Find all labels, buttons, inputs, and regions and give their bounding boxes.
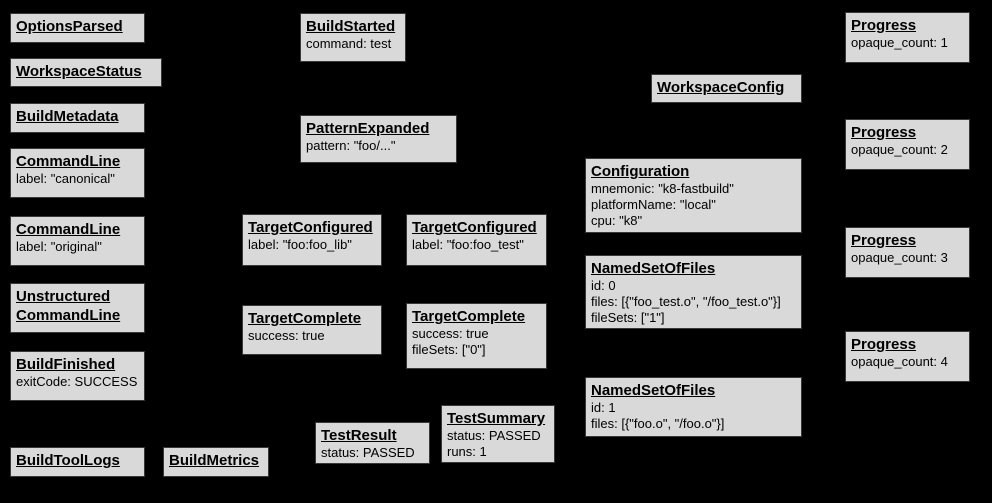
node-target-configured-foo-lib: TargetConfigured label: "foo:foo_lib" (242, 214, 382, 266)
node-title: Progress (851, 124, 917, 141)
node-body: opaque_count: 3 (851, 250, 948, 265)
node-progress-4: Progress opaque_count: 4 (845, 331, 970, 382)
node-title: Progress (851, 336, 917, 353)
node-build-finished: BuildFinished exitCode: SUCCESS (10, 351, 145, 401)
node-title: CommandLine (16, 221, 121, 238)
node-title: TargetConfigured (248, 219, 373, 236)
node-title: WorkspaceConfig (657, 79, 785, 96)
node-body: label: "original" (16, 239, 102, 254)
node-target-complete-foo-lib: TargetComplete success: true (242, 305, 382, 355)
node-body: command: test (306, 36, 392, 51)
node-named-set-of-files-0: NamedSetOfFiles id: 0 files: [{"foo_test… (585, 255, 802, 329)
node-build-tool-logs: BuildToolLogs (10, 447, 145, 477)
node-progress-2: Progress opaque_count: 2 (845, 119, 970, 170)
node-body: success: true (248, 328, 325, 343)
node-title: PatternExpanded (306, 120, 430, 137)
node-title: TargetComplete (248, 310, 362, 327)
node-title: BuildMetadata (16, 108, 119, 125)
node-target-complete-foo-test: TargetComplete success: true fileSets: [… (406, 303, 547, 369)
node-body: status: PASSED (321, 445, 415, 460)
node-title: OptionsParsed (16, 18, 123, 35)
node-body: label: "foo:foo_test" (412, 237, 524, 252)
node-title: BuildMetrics (169, 452, 260, 469)
node-options-parsed: OptionsParsed (10, 13, 145, 43)
node-title: Configuration (591, 163, 690, 180)
node-title: TargetComplete (412, 308, 526, 325)
node-body: opaque_count: 2 (851, 142, 948, 157)
node-body: success: true fileSets: ["0"] (412, 326, 489, 357)
node-title: Progress (851, 232, 917, 249)
node-build-metrics: BuildMetrics (163, 447, 269, 477)
node-title: WorkspaceStatus (16, 63, 142, 80)
node-title: TestSummary (447, 410, 546, 427)
node-named-set-of-files-1: NamedSetOfFiles id: 1 files: [{"foo.o", … (585, 377, 802, 437)
node-body: opaque_count: 1 (851, 35, 948, 50)
node-body: id: 1 files: [{"foo.o", "/foo.o"}] (591, 400, 725, 431)
node-test-result: TestResult status: PASSED (315, 422, 430, 464)
node-progress-1: Progress opaque_count: 1 (845, 12, 970, 63)
node-body: exitCode: SUCCESS (16, 374, 138, 389)
node-progress-3: Progress opaque_count: 3 (845, 227, 970, 278)
node-body: label: "foo:foo_lib" (248, 237, 352, 252)
node-title: TestResult (321, 427, 397, 444)
node-body: id: 0 files: [{"foo_test.o", "/foo_test.… (591, 278, 781, 325)
node-commandline-canonical: CommandLine label: "canonical" (10, 148, 145, 198)
node-title: CommandLine (16, 153, 121, 170)
node-title: TargetConfigured (412, 219, 537, 236)
node-title: NamedSetOfFiles (591, 382, 716, 399)
node-title: Unstructured CommandLine (16, 288, 121, 324)
node-title: BuildStarted (306, 18, 396, 35)
node-target-configured-foo-test: TargetConfigured label: "foo:foo_test" (406, 214, 547, 266)
node-title: Progress (851, 17, 917, 34)
node-pattern-expanded: PatternExpanded pattern: "foo/..." (300, 115, 457, 163)
node-body: pattern: "foo/..." (306, 138, 396, 153)
node-body: status: PASSED runs: 1 (447, 428, 541, 459)
node-body: label: "canonical" (16, 171, 115, 186)
node-title: BuildToolLogs (16, 452, 120, 469)
node-workspace-config: WorkspaceConfig (651, 74, 802, 103)
node-title: BuildFinished (16, 356, 116, 373)
node-unstructured-commandline: Unstructured CommandLine (10, 283, 145, 333)
node-commandline-original: CommandLine label: "original" (10, 216, 145, 266)
node-title: NamedSetOfFiles (591, 260, 716, 277)
node-body: mnemonic: "k8-fastbuild" platformName: "… (591, 181, 734, 228)
node-build-started: BuildStarted command: test (300, 13, 406, 62)
node-workspace-status: WorkspaceStatus (10, 58, 162, 87)
node-build-metadata: BuildMetadata (10, 103, 145, 133)
node-configuration: Configuration mnemonic: "k8-fastbuild" p… (585, 158, 802, 233)
node-body: opaque_count: 4 (851, 354, 948, 369)
node-test-summary: TestSummary status: PASSED runs: 1 (441, 405, 555, 463)
